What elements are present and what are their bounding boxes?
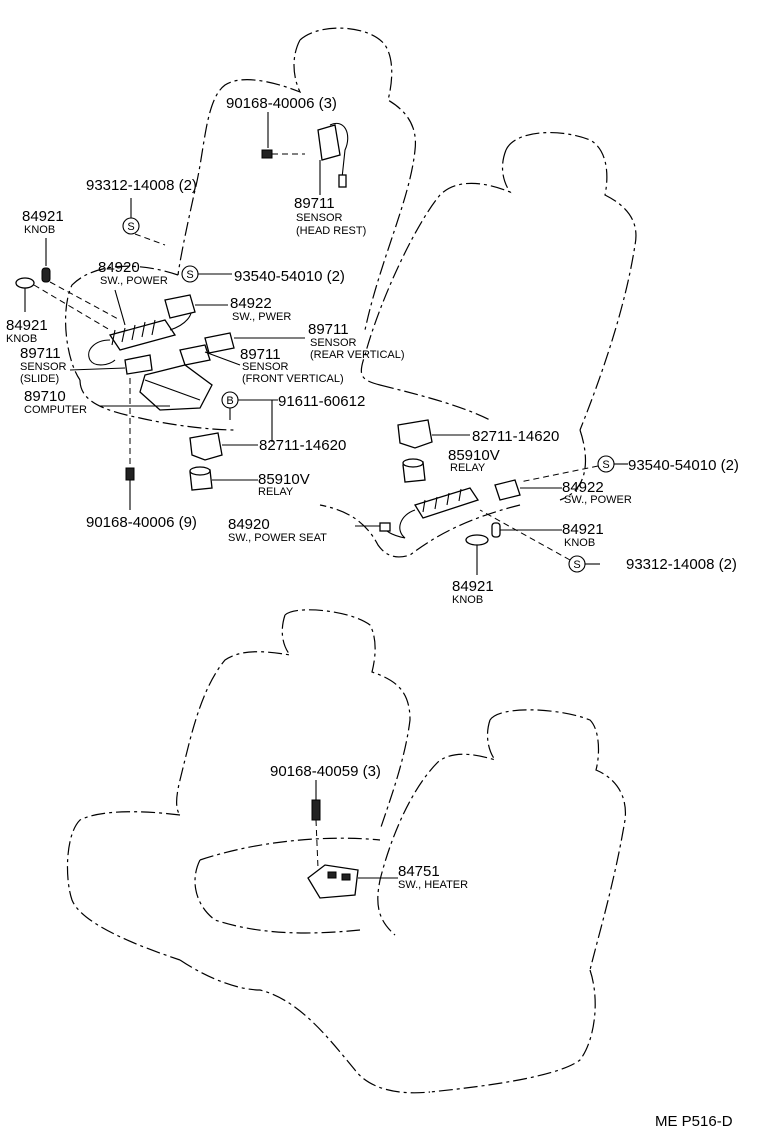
bolt-left-bottom (125, 378, 135, 510)
switch-seat-right (355, 487, 480, 539)
label-ref-code: ME P516-D (655, 1113, 733, 1130)
label-screw-left-mid: 93540-54010 (2) (234, 268, 345, 285)
bolt-headrest (261, 112, 305, 159)
label-computer-nm: COMPUTER (24, 404, 87, 416)
screw-symbol-right-bottom (479, 509, 600, 573)
label-switch-left-pn: 84920 (98, 259, 140, 276)
label-sensor-headrest-pn: 89711 (294, 195, 335, 212)
seat-outline-upper-left (64, 27, 417, 431)
label-sensor-fv-nm1: SENSOR (242, 361, 289, 373)
label-bolt-left-bottom: 90168-40006 (9) (86, 514, 197, 531)
label-screw-right-top: 93540-54010 (2) (628, 457, 739, 474)
label-heater-pn: 84751 (398, 863, 440, 880)
seat-outline-lower-right (194, 709, 627, 1093)
screw-symbol-left-top (122, 198, 166, 246)
sensor-front-vertical (179, 344, 241, 366)
screw-symbol-right-top (519, 455, 628, 483)
knob-right (491, 522, 562, 538)
symbol-s-left-top: S (127, 221, 134, 233)
label-sensor-slide-pn: 89711 (20, 345, 61, 362)
label-knob-top-nm: KNOB (24, 224, 55, 236)
knob-top (41, 238, 121, 321)
label-sensor-fv-nm2: (FRONT VERTICAL) (242, 373, 344, 385)
labels: 90168-40006 (3) 89711 SENSOR (HEAD REST)… (6, 95, 739, 1130)
bolt-heater (311, 780, 321, 869)
label-computer-pn: 89710 (24, 388, 66, 405)
label-relay-left-nm: RELAY (258, 486, 294, 498)
label-relay-bracket-left: 82711-14620 (259, 437, 346, 454)
label-sensor-headrest-nm1: SENSOR (296, 212, 343, 224)
label-knob-left-nm: KNOB (6, 333, 37, 345)
label-sensor-slide-nm1: SENSOR (20, 361, 67, 373)
relay-left (189, 466, 258, 491)
symbol-s-right-top: S (602, 459, 609, 471)
computer (100, 364, 213, 411)
switch-left (88, 289, 192, 366)
label-sw-pwer-nm: SW., PWER (232, 311, 291, 323)
label-knob-right-pn: 84921 (562, 521, 604, 538)
bolt-symbol-b (221, 391, 278, 442)
seat-outline-lower-left (66, 609, 431, 1094)
label-knob-top-pn: 84921 (22, 208, 64, 225)
heater-switch (307, 864, 398, 899)
label-knob-bottom-nm: KNOB (452, 594, 483, 606)
label-knob-left-pn: 84921 (6, 317, 48, 334)
sw-pwer (164, 294, 228, 319)
label-bolt-headrest-qty: 90168-40006 (3) (226, 95, 337, 112)
knob-left (15, 277, 111, 331)
relay-bracket-left (189, 432, 258, 461)
sensor-slide (69, 354, 153, 375)
label-relay-right-pn: 85910V (448, 447, 500, 464)
label-sensor-fv-pn: 89711 (240, 346, 281, 363)
label-bolt-heater: 90168-40059 (3) (270, 763, 381, 780)
symbol-s-right-bottom: S (573, 559, 580, 571)
label-sensor-rv-pn: 89711 (308, 321, 349, 338)
sensor-rear-vertical (204, 332, 305, 354)
label-knob-right-nm: KNOB (564, 537, 595, 549)
label-relay-bracket-right: 82711-14620 (472, 428, 559, 445)
label-relay-right-nm: RELAY (450, 462, 486, 474)
symbol-s-left-mid: S (186, 269, 193, 281)
label-sensor-rv-nm2: (REAR VERTICAL) (310, 349, 405, 361)
label-heater-nm: SW., HEATER (398, 879, 468, 891)
knob-bottom (465, 534, 489, 575)
screw-symbol-left-mid (181, 265, 232, 283)
label-sw-power-right-nm: SW., POWER (564, 494, 632, 506)
label-switch-left-nm: SW., POWER (100, 275, 168, 287)
relay-right (402, 458, 426, 483)
label-switch-seat-nm: SW., POWER SEAT (228, 532, 327, 544)
label-sensor-rv-nm1: SENSOR (310, 337, 357, 349)
label-knob-bottom-pn: 84921 (452, 578, 494, 595)
label-screw-right-bottom: 93312-14008 (2) (626, 556, 737, 573)
label-sw-pwer-pn: 84922 (230, 295, 272, 312)
label-relay-left-pn: 85910V (258, 471, 310, 488)
seat-outline-upper-right (319, 131, 637, 558)
sw-power-right (494, 479, 562, 501)
symbol-b: B (226, 395, 233, 407)
label-sw-power-right-pn: 84922 (562, 479, 604, 496)
label-screw-left-top: 93312-14008 (2) (86, 177, 197, 194)
relay-bracket-right (397, 419, 470, 449)
label-switch-seat-pn: 84920 (228, 516, 270, 533)
label-sensor-headrest-nm2: (HEAD REST) (296, 225, 366, 237)
label-bolt-b: 91611-60612 (278, 393, 365, 410)
label-sensor-slide-nm2: (SLIDE) (20, 373, 59, 385)
headrest-sensor (317, 122, 349, 195)
